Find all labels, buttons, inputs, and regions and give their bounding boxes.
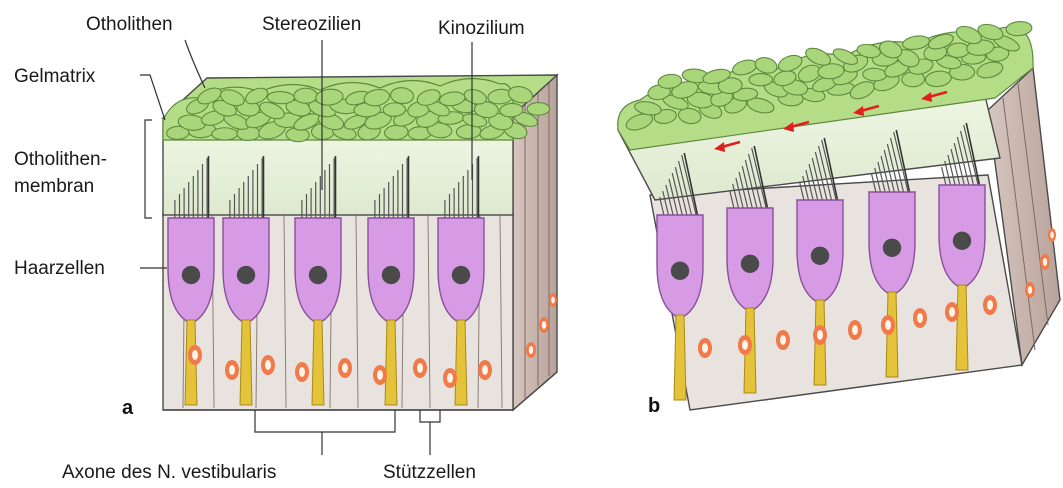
hair-cell-nucleus (883, 239, 901, 257)
support-cell-nucleus-center (780, 335, 786, 345)
support-cell-nucleus-center (342, 363, 348, 373)
axon (385, 320, 397, 405)
support-cell-nucleus-center (987, 300, 993, 310)
axon (240, 320, 252, 405)
support-cell-nucleus-center (852, 325, 858, 335)
hair-cell-nucleus (811, 247, 829, 265)
otolith-crystal (749, 73, 773, 86)
support-cell-nucleus-center (265, 360, 271, 370)
support-cell-nucleus-center (447, 373, 453, 383)
hair-cell-nucleus (953, 232, 971, 250)
panel-letter-a: a (122, 397, 134, 419)
otolith-crystal (212, 128, 238, 140)
support-cell-nucleus-center (417, 363, 423, 373)
support-cell-nucleus-center (192, 350, 198, 360)
hair-cell-nucleus (741, 255, 759, 273)
hair-cell-nucleus (671, 262, 689, 280)
support-cell-nucleus-center (949, 307, 955, 317)
support-cell-nucleus-center (229, 365, 235, 375)
panel-a-otolith-crystals (166, 84, 549, 142)
otolith-crystal (267, 91, 294, 104)
hair-cell-nucleus (309, 266, 327, 284)
label-haarzellen: Haarzellen (14, 258, 105, 279)
support-cell-nucleus-center (817, 330, 823, 340)
label-otholithenmembran-2: membran (14, 176, 94, 197)
support-cell-nucleus-center (917, 313, 923, 323)
axon (956, 285, 968, 370)
axon (312, 320, 324, 405)
support-cell-nucleus-center (299, 367, 305, 377)
axon (455, 320, 467, 405)
label-stuetzzellen: Stützzellen (383, 462, 476, 483)
panel-b-diagram (618, 21, 1060, 410)
panel-a-diagram (163, 75, 557, 410)
support-cell-nucleus-center (377, 370, 383, 380)
label-kinozilium: Kinozilium (438, 18, 525, 39)
axon (674, 315, 686, 400)
hair-cell-nucleus (237, 266, 255, 284)
label-stereozilien: Stereozilien (262, 14, 361, 35)
label-axone: Axone des N. vestibularis (62, 462, 276, 483)
hair-cell-nucleus (182, 266, 200, 284)
label-otholithen: Otholithen (86, 14, 173, 35)
otolith-crystal (383, 103, 406, 117)
panel-letter-b: b (648, 395, 660, 417)
otolith-crystal (294, 88, 317, 103)
otolith-crystal (1005, 21, 1032, 37)
hair-cell-nucleus (382, 266, 400, 284)
hair-cell-nucleus (452, 266, 470, 284)
label-otholithenmembran-1: Otholithen- (14, 149, 107, 170)
otolith-crystal (527, 102, 550, 115)
support-cell-nucleus-center (702, 343, 708, 353)
otolith-crystal (947, 43, 970, 58)
support-cell-nucleus-center (885, 320, 891, 330)
support-cell-nucleus-center (742, 340, 748, 350)
label-gelmatrix: Gelmatrix (14, 66, 96, 87)
support-cell-nucleus-center (482, 365, 488, 375)
